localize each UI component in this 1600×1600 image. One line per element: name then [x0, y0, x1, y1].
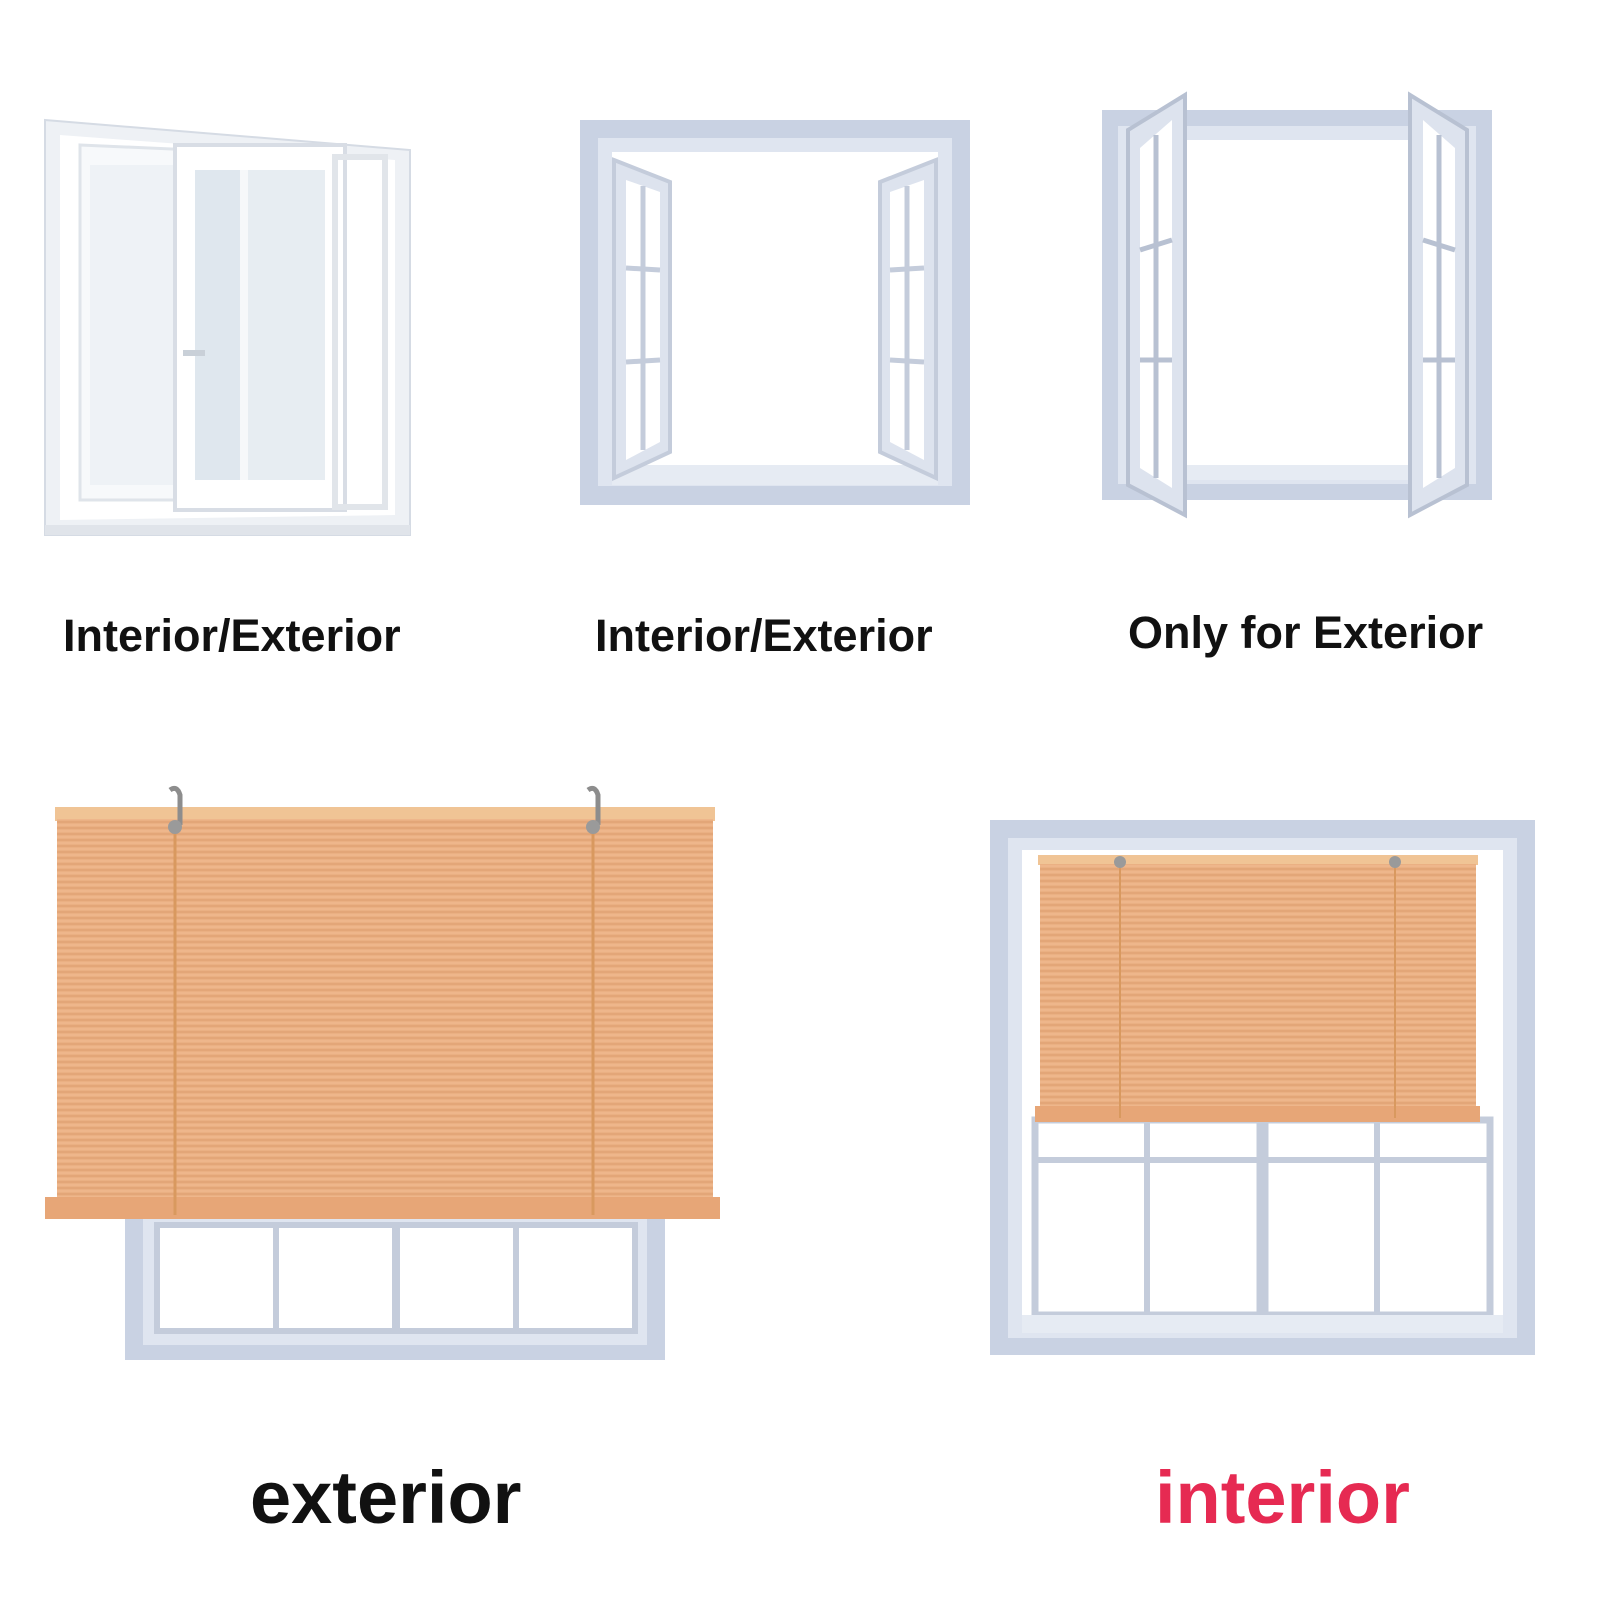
interior-caption: interior: [1155, 1456, 1410, 1539]
casement-window-caption: Interior/Exterior: [595, 610, 933, 661]
sliding-window-icon: [44, 118, 411, 536]
casement-window-icon: [580, 120, 970, 505]
roller-blind-interior-icon: [990, 820, 1535, 1355]
exterior-caption: exterior: [250, 1456, 522, 1539]
outward-casement-window-icon: [1102, 91, 1492, 519]
roller-blind-exterior-icon: [45, 785, 720, 1360]
outward-casement-caption: Only for Exterior: [1128, 607, 1484, 658]
sliding-window-caption: Interior/Exterior: [63, 610, 401, 661]
